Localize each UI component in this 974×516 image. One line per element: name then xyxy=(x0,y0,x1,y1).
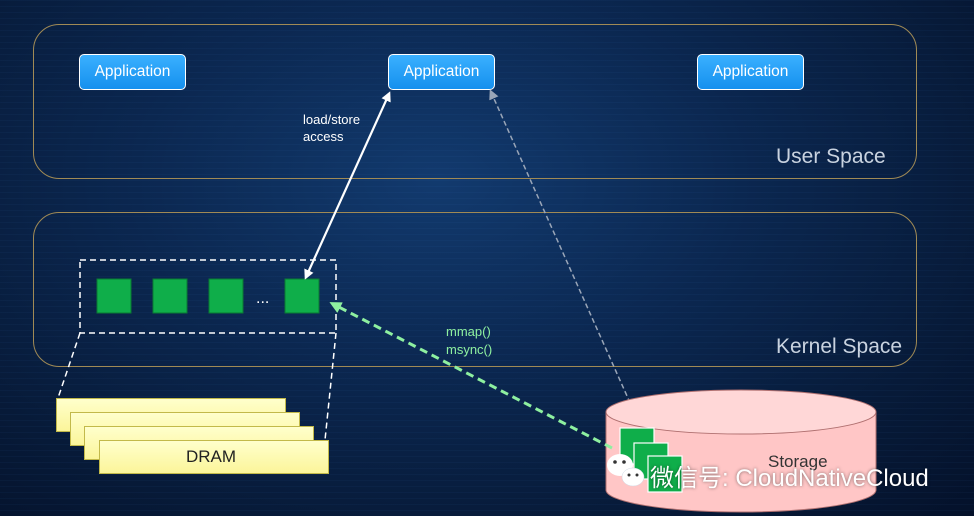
user-space-box xyxy=(33,24,917,179)
load-store-arrow xyxy=(304,91,391,280)
application-box-center[interactable]: Application xyxy=(388,54,495,90)
user-space-label: User Space xyxy=(776,145,886,168)
application-box-left[interactable]: Application xyxy=(79,54,186,90)
mmap-label: mmap() xyxy=(446,324,491,339)
kernel-space-label: Kernel Space xyxy=(776,335,903,358)
mmap-msync-arrow xyxy=(329,302,613,450)
kernel-space-box xyxy=(33,212,917,367)
access-label: access xyxy=(303,129,344,144)
wechat-logo-icon xyxy=(607,454,645,487)
load-store-label: load/store xyxy=(303,112,361,127)
memory-page-4 xyxy=(284,278,320,314)
memory-page-3 xyxy=(208,278,244,314)
dram-module-4 xyxy=(99,440,329,474)
mmap-mapping-arrow xyxy=(489,89,641,426)
dram-label: DRAM xyxy=(186,447,237,466)
memory-page-2 xyxy=(152,278,188,314)
file-page-3 xyxy=(647,455,683,493)
page-cache-box xyxy=(79,259,337,334)
page-ellipsis: ... xyxy=(256,290,270,307)
projection-line-left xyxy=(57,332,81,399)
msync-label: msync() xyxy=(446,342,493,357)
storage-cylinder xyxy=(605,389,877,513)
projection-line-right xyxy=(324,332,337,441)
application-box-right[interactable]: Application xyxy=(697,54,804,90)
memory-page-1 xyxy=(96,278,132,314)
storage-label: Storage xyxy=(768,452,828,471)
watermark-text: 微信号: CloudNativeCloud xyxy=(650,465,929,492)
